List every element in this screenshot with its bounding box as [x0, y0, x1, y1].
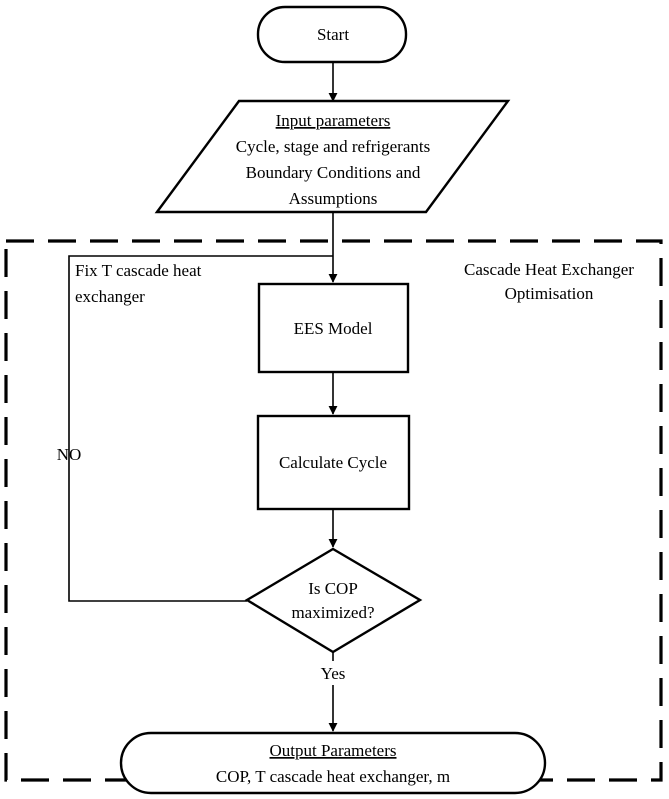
output-line-1: COP, T cascade heat exchanger, m — [216, 767, 450, 786]
decision-line-1: Is COP — [308, 579, 358, 598]
start-terminator — [256, 5, 408, 64]
output-title: Output Parameters — [270, 741, 397, 760]
input-line-2: Boundary Conditions and — [246, 163, 421, 182]
region-caption-line-2: Optimisation — [505, 284, 594, 303]
start-label: Start — [317, 25, 349, 44]
decision-line-2: maximized? — [291, 603, 374, 622]
yes-branch-label: Yes — [321, 664, 346, 683]
calculate-label: Calculate Cycle — [279, 453, 387, 472]
loop-no-path — [68, 255, 333, 602]
model-label: EES Model — [294, 319, 373, 338]
input-title: Input parameters — [276, 111, 391, 130]
input-line-3: Assumptions — [289, 189, 378, 208]
loop-note-line-1: Fix T cascade heat — [75, 261, 202, 280]
yes-label-backdrop — [311, 661, 355, 685]
no-branch-label: NO — [57, 445, 82, 464]
output-terminator — [119, 731, 547, 795]
input-parallelogram — [154, 99, 511, 214]
decision-diamond — [244, 547, 423, 654]
model-process-box — [257, 282, 410, 374]
calculate-process-box — [256, 414, 411, 511]
region-caption-line-1: Cascade Heat Exchanger — [464, 260, 634, 279]
loop-note-line-2: exchanger — [75, 287, 145, 306]
input-line-1: Cycle, stage and refrigerants — [236, 137, 430, 156]
